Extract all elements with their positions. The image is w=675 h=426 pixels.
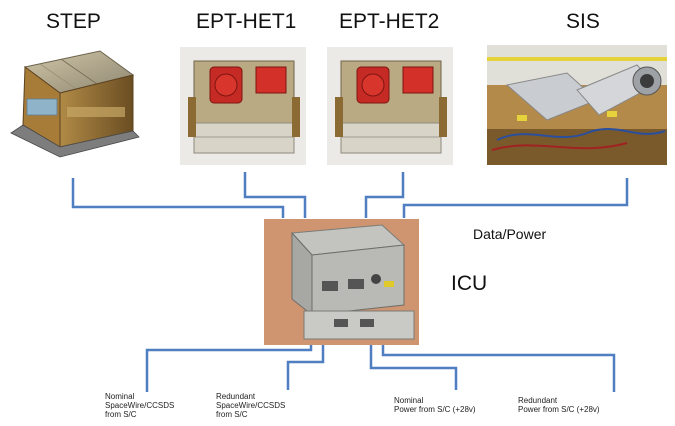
connector-redundant-spacewire [286, 345, 325, 390]
interface-line: SpaceWire/CCSDS [105, 401, 175, 410]
connector-nominal-power [369, 345, 458, 390]
interface-line: Redundant [518, 396, 558, 405]
connector-ept-het2 [364, 172, 405, 218]
icu-photo [264, 219, 419, 345]
interface-line: Nominal [394, 396, 424, 405]
interface-redundant-power: Redundant Power from S/C (+28v) [518, 396, 600, 414]
instrument-title-ept-het2: EPT-HET2 [339, 10, 440, 33]
data-power-label: Data/Power [473, 226, 547, 242]
instrument-title-sis: SIS [566, 10, 600, 33]
interface-line: Redundant [216, 392, 256, 401]
connector-ept-het1 [243, 172, 307, 218]
connector-redundant-power [381, 345, 616, 392]
instrument-title-ept-het1: EPT-HET1 [196, 10, 297, 33]
interface-redundant-spacewire: Redundant SpaceWire/CCSDS from S/C [216, 392, 285, 419]
ept-het2-photo [327, 47, 453, 165]
interface-line: Nominal [105, 392, 135, 401]
sis-photo [487, 45, 667, 165]
interface-line: Power from S/C (+28v) [394, 405, 476, 414]
connector-nominal-spacewire [145, 345, 313, 392]
connector-step [71, 178, 285, 218]
interface-nominal-power: Nominal Power from S/C (+28v) [394, 396, 476, 414]
interface-line: Power from S/C (+28v) [518, 405, 600, 414]
instrument-title-step: STEP [46, 10, 101, 33]
interface-line: SpaceWire/CCSDS [216, 401, 286, 410]
ept-het1-photo [180, 47, 306, 165]
connector-sis [402, 178, 629, 218]
step-photo [5, 45, 145, 170]
icu-label: ICU [451, 272, 488, 295]
interface-line: from S/C [216, 410, 248, 419]
interface-line: from S/C [105, 410, 137, 419]
interface-nominal-spacewire: Nominal SpaceWire/CCSDS from S/C [105, 392, 174, 419]
